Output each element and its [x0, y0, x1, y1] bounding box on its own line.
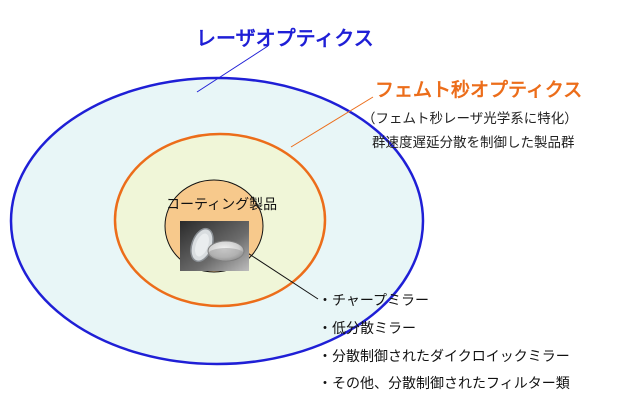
laser-leader-line	[196, 45, 269, 93]
example-item-chirped-mirror: ・チャープミラー	[318, 293, 430, 309]
example-item-dichroic-mirror: ・分散制御されたダイクロイックミラー	[318, 349, 570, 365]
femto-leader-line	[290, 96, 374, 148]
femto-optics-description-line2: 群速度遅延分散を制御した製品群	[372, 135, 575, 151]
femto-optics-description-line1: （フェムト秒レーザ光学系に特化）	[362, 111, 578, 127]
coating-products-title: コーティング製品	[166, 197, 278, 213]
example-item-low-dispersion-mirror: ・低分散ミラー	[318, 321, 416, 337]
laser-optics-title: レーザオプティクス	[196, 26, 374, 50]
example-item-filters: ・その他、分散制御されたフィルター類	[318, 376, 570, 392]
femto-optics-title: フェムト秒オプティクス	[375, 79, 583, 101]
optical-mirror-photo	[180, 221, 249, 271]
examples-leader-line	[239, 247, 319, 300]
